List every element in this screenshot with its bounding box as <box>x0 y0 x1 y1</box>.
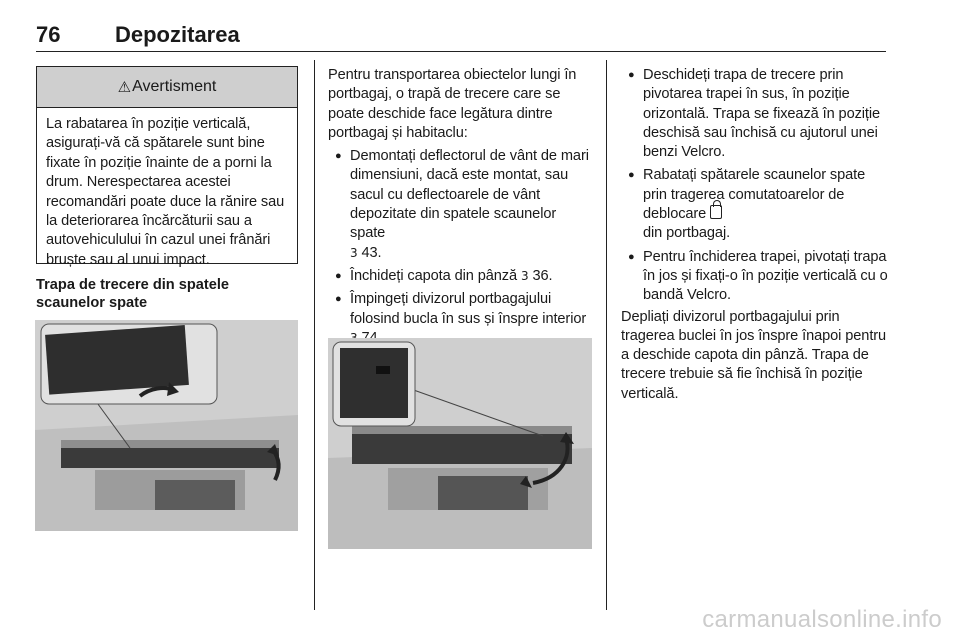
list-item: Împingeți divizorul portbagajului folosi… <box>328 290 593 348</box>
chapter-title: Depozitarea <box>115 22 240 47</box>
list-item: Deschideți trapa de trecere prin pivotar… <box>621 66 889 162</box>
right-closing-paragraph: Depliați divizorul portbagajului prin tr… <box>621 308 887 402</box>
page-number: 76 <box>36 22 61 47</box>
warning-text: La rabatarea în poziție verticală, asigu… <box>46 116 285 268</box>
warning-title: Avertisment <box>132 78 217 95</box>
list-item: Rabatați spătarele scaunelor spate prin … <box>621 166 889 243</box>
page-ref-icon: 3 <box>350 245 358 260</box>
page-ref-icon: 3 <box>520 268 529 283</box>
header-rule <box>36 51 886 52</box>
column-divider-left <box>314 60 315 610</box>
middle-intro: Pentru transportarea obiectelor lungi în… <box>328 67 577 141</box>
column-divider-right <box>606 60 607 610</box>
warning-header: ⚠ Avertisment <box>37 67 297 108</box>
page-header: 76 Depozitarea <box>36 20 886 50</box>
middle-bullet-list: Demontați deflectorul de vânt de mari di… <box>328 147 593 348</box>
watermark: carmanualsonline.info <box>702 606 942 633</box>
unlock-switch-icon <box>710 200 723 220</box>
section-heading: Trapa de trecere din spatele scaunelor s… <box>36 277 230 311</box>
figure-trunk-hatch-left <box>35 320 298 531</box>
right-column: Deschideți trapa de trecere prin pivotar… <box>621 66 889 404</box>
page-ref-icon: 3 <box>350 331 358 345</box>
list-item: Pentru închiderea trapei, pivotați trapa… <box>621 248 889 306</box>
warning-box: ⚠ Avertisment La rabatarea în poziție ve… <box>36 66 298 268</box>
middle-column: Pentru transportarea obiectelor lungi în… <box>328 66 593 352</box>
list-item: Închideți capota din pânză 3 36. <box>328 267 593 287</box>
list-item: Demontați deflectorul de vânt de mari di… <box>328 147 593 263</box>
figure-trunk-hatch-middle <box>328 338 592 549</box>
right-bullet-list: Deschideți trapa de trecere prin pivotar… <box>621 66 889 306</box>
warning-triangle-icon: ⚠ <box>117 79 132 96</box>
